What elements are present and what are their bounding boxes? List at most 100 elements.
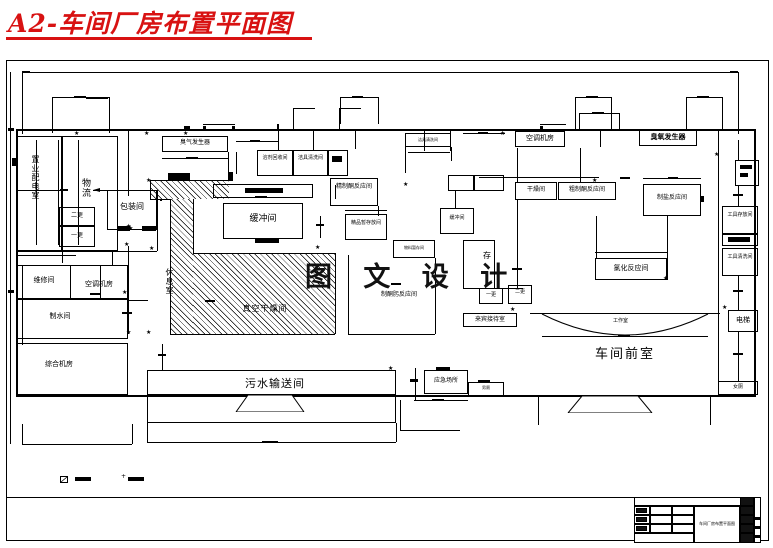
room-cuzhi-tong-label: 粗制酮反应间 [568,186,605,193]
dim-mark-rh3 [668,177,678,179]
room-wushui[interactable] [147,370,396,423]
axis-star-1: ★ [74,130,80,137]
room-wuye-peidian[interactable] [16,136,62,251]
axis-star-13: ★ [592,177,598,184]
dim-seg-1-mark [74,96,86,98]
axis-star-8: ★ [146,329,152,336]
building-wall-right [754,129,756,397]
room-lvhua[interactable] [595,258,667,280]
tb-label-design-fill [636,508,647,513]
axis-star-4: ★ [146,177,152,184]
axis-star-17: ★ [510,306,516,313]
room-jieju[interactable] [293,150,328,176]
room-gongzuo-label: 工作室 [613,318,629,324]
misc-dim-3 [313,129,314,150]
room-gongju-xi[interactable] [722,248,758,276]
misc-dim-24 [128,130,129,196]
dim-mark-zy [700,196,704,202]
axis-tick-l2 [8,290,14,293]
misc-dim-4-mark [250,140,260,142]
equip-block-r1 [740,165,752,169]
wushui-entry [235,394,305,412]
gongzuo-curve [541,313,709,336]
dim-ext-1 [22,72,23,134]
dim-overall-top [22,72,738,73]
room-jingzhi-tong[interactable] [330,178,378,206]
room-jingpin[interactable] [345,214,387,240]
top-feature-7 [339,108,340,129]
room-yigeng2-label: 一更 [485,292,496,298]
dim-arrow-b [22,71,30,73]
room-huanchong-ante[interactable] [213,184,313,198]
right-dim-mark1 [733,194,743,196]
room-chouqi-fsq[interactable] [162,136,228,152]
notch-1 [203,126,206,130]
top-feature-5 [293,108,315,109]
room-chouyang[interactable] [639,130,697,146]
room-yigeng2[interactable] [479,288,503,304]
axis-star-3: ★ [183,130,189,137]
room-baozhuang-label: 包装间 [120,202,144,211]
room-wuliu-label: 物流 [80,178,90,198]
right-dim-mark2 [733,290,743,292]
misc-room-3[interactable] [440,208,474,234]
misc-dim-21 [16,255,76,256]
tb-date-approve [672,524,694,533]
room-aux-right-2[interactable] [722,234,758,246]
building-wall-top [16,129,756,131]
room-laibin-label: 来宾接待室 [474,316,505,323]
room-rongji[interactable] [257,150,293,176]
room-cun-label: 存 [483,251,491,260]
room-zhishui-label: 制水间 [49,312,71,320]
room-laibin[interactable] [463,313,517,327]
room-wuliao[interactable] [393,240,435,258]
room-wuliu[interactable] [62,136,118,251]
room-aux-right-1[interactable] [735,160,759,186]
room-jieju-2-label: 洁具清洗间 [418,137,438,142]
room-nance-label: 男厕 [482,385,490,390]
dim-seg-3-l [575,97,576,129]
axis-star-5: ★ [149,245,155,252]
room-aux-1[interactable] [328,150,348,176]
hatch-edge-t [150,180,229,181]
room-zhishui[interactable] [16,299,128,339]
misc-dim-8 [600,129,601,147]
legend-symbol-1-glyph [60,476,68,483]
room-zhitongwo-label: 制酮肟反应间 [380,291,417,298]
room-ergeng[interactable] [59,207,95,226]
room-ergeng2[interactable] [508,285,532,304]
room-wushui-label: 污水输送间 [245,377,305,390]
notch-bridge-1 [203,124,235,125]
misc-room-1[interactable] [448,175,474,191]
room-nvce[interactable] [718,381,758,395]
dim-right-h1 [595,252,667,253]
equip-block-2 [255,239,279,243]
wall-seg-r1 [494,240,495,288]
axis-star-9: ★ [128,225,134,232]
misc-dim-17 [320,216,321,238]
equip-block-1 [168,173,190,180]
axis-star-18: ★ [122,289,128,296]
notch-bridge-2 [540,124,566,125]
room-huanchong[interactable] [223,203,303,239]
room-ganzao[interactable] [515,182,557,200]
room-kongtiao-2[interactable] [515,131,565,147]
dim-qianshi-mark [618,335,630,337]
notch-2 [232,126,235,130]
title-block: 车间厂房布置平面图 [634,497,761,543]
room-gongju-cun[interactable] [722,206,758,234]
tb-dark-3 [740,515,754,524]
room-yigeng[interactable] [59,226,95,247]
room-jingzhi-tong-label: 精制酮反应间 [335,183,372,190]
room-zonghe[interactable] [16,343,128,395]
room-cuzhi-tong[interactable] [558,182,616,200]
room-yigeng-label: 一更 [70,232,83,239]
spacer-a [160,199,162,201]
room-dianti[interactable] [728,310,758,332]
dim-xiuxi-v [128,246,129,334]
sheet-frame-top [6,60,769,61]
wall-seg-lb1 [36,140,37,245]
hatch-edge-r2 [335,253,336,334]
misc-room-2[interactable] [474,175,504,191]
